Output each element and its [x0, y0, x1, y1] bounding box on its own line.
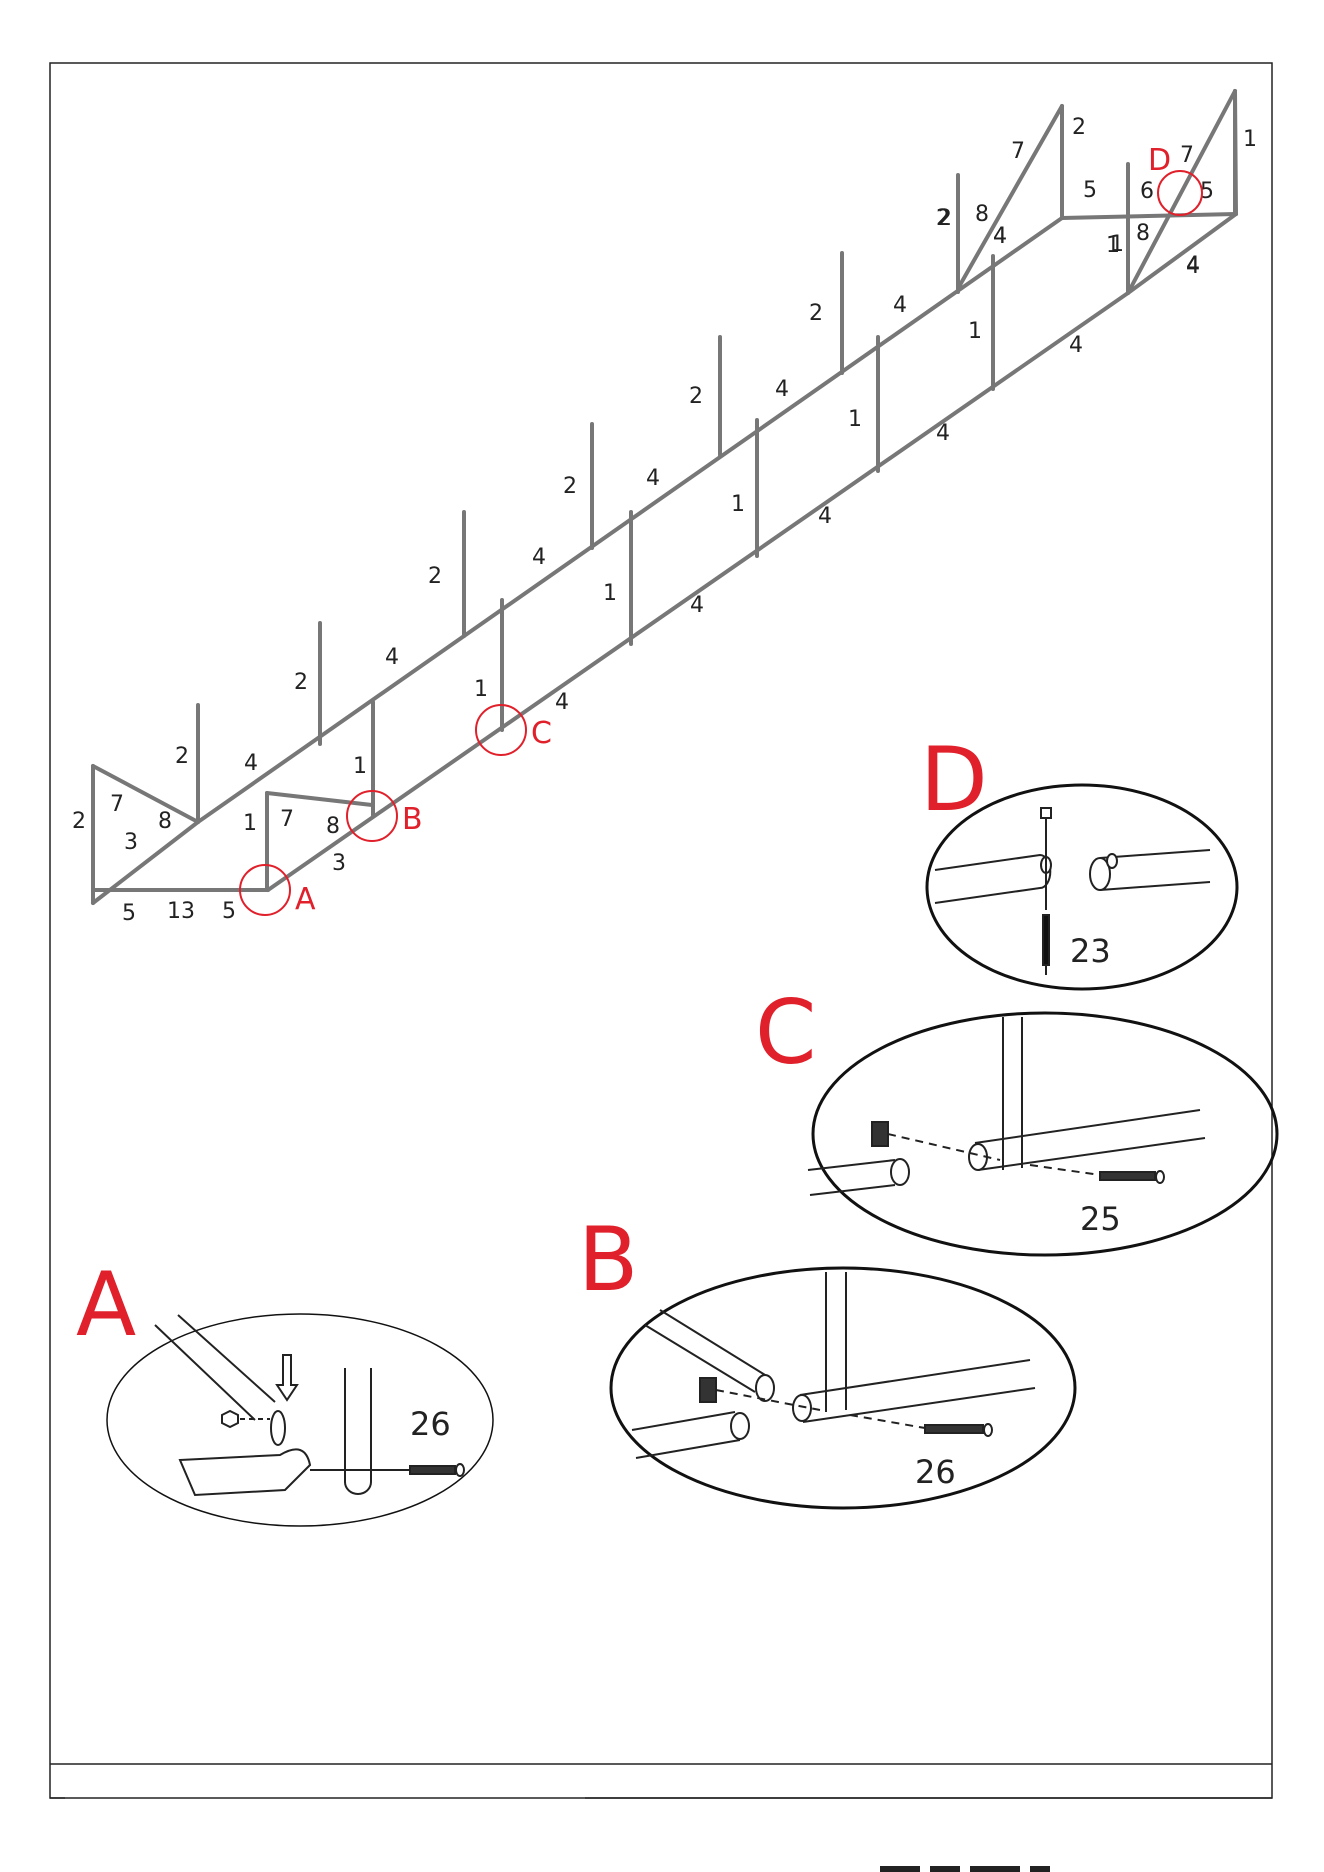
- frame-label: 1: [603, 581, 617, 606]
- frame-label: 4: [936, 421, 950, 446]
- detail-d-letter: D: [920, 728, 988, 831]
- frame-label: 1: [731, 492, 745, 517]
- frame-label: 4: [690, 593, 704, 618]
- bottom-strip: [0, 1866, 1324, 1872]
- frame-label: 2: [809, 301, 823, 326]
- frame-label: 5: [222, 899, 236, 924]
- frame-label: 1: [474, 677, 488, 702]
- callout-label-c: C: [531, 716, 552, 751]
- frame-label: 6: [1140, 179, 1154, 204]
- frame-label: 1: [968, 319, 982, 344]
- frame-label: 8: [326, 814, 340, 839]
- detail-a: A 26: [76, 1253, 493, 1526]
- frame-label: 1: [1110, 232, 1124, 257]
- frame-label: 4: [893, 293, 907, 318]
- detail-c: C 25: [755, 981, 1277, 1255]
- frame-label: 2: [689, 384, 703, 409]
- frame-label: 8: [158, 809, 172, 834]
- detail-b-part: 26: [915, 1453, 956, 1491]
- frame-label: 2: [1072, 115, 1086, 140]
- detail-c-part: 25: [1080, 1200, 1121, 1238]
- frame-drawing: [93, 91, 1236, 903]
- frame-label: 2: [72, 809, 86, 834]
- detail-a-letter: A: [76, 1253, 136, 1356]
- frame-label: 2: [938, 206, 952, 231]
- frame-label: 1: [353, 754, 367, 779]
- frame-label: 4: [1069, 333, 1083, 358]
- callout-label-b: B: [402, 802, 423, 837]
- frame-label: 4: [385, 645, 399, 670]
- frame-label: 4: [1186, 253, 1200, 278]
- frame-label: 4: [775, 377, 789, 402]
- frame-label: 1: [243, 811, 257, 836]
- frame-label: 7: [1180, 143, 1194, 168]
- frame-label: 3: [332, 851, 346, 876]
- callout-markers: A B C D: [240, 143, 1202, 917]
- page-border: [50, 63, 1272, 1798]
- detail-d-part: 23: [1070, 932, 1111, 970]
- frame-label: 8: [975, 202, 989, 227]
- frame-label: 4: [646, 466, 660, 491]
- frame-label: 5: [122, 901, 136, 926]
- frame-label: 4: [532, 545, 546, 570]
- frame-label: 5: [1083, 178, 1097, 203]
- callout-label-d: D: [1148, 143, 1171, 178]
- frame-label: 2: [563, 474, 577, 499]
- detail-b-letter: B: [578, 1208, 638, 1311]
- frame-label: 13: [167, 899, 195, 924]
- frame-label: 1: [1243, 127, 1257, 152]
- frame-label: 2: [428, 564, 442, 589]
- frame-label: 2: [175, 744, 189, 769]
- callout-label-a: A: [295, 882, 316, 917]
- frame-label: 4: [818, 504, 832, 529]
- frame-label: 2: [294, 670, 308, 695]
- frame-label: 7: [1011, 139, 1025, 164]
- frame-label: 4: [993, 224, 1007, 249]
- frame-label: 7: [110, 792, 124, 817]
- frame-label: 3: [124, 830, 138, 855]
- detail-d: D 23: [920, 728, 1237, 989]
- frame-label: 7: [280, 807, 294, 832]
- frame-part-labels: 2 7 8 3 5 13 5 1 7 8 3 2 4 1 2 4 1 4 2 4…: [72, 115, 1257, 926]
- frame-label: 8: [1136, 221, 1150, 246]
- frame-label: 4: [244, 751, 258, 776]
- frame-label: 1: [848, 407, 862, 432]
- frame-label: 4: [555, 690, 569, 715]
- detail-a-part: 26: [410, 1405, 451, 1443]
- detail-c-letter: C: [755, 981, 816, 1084]
